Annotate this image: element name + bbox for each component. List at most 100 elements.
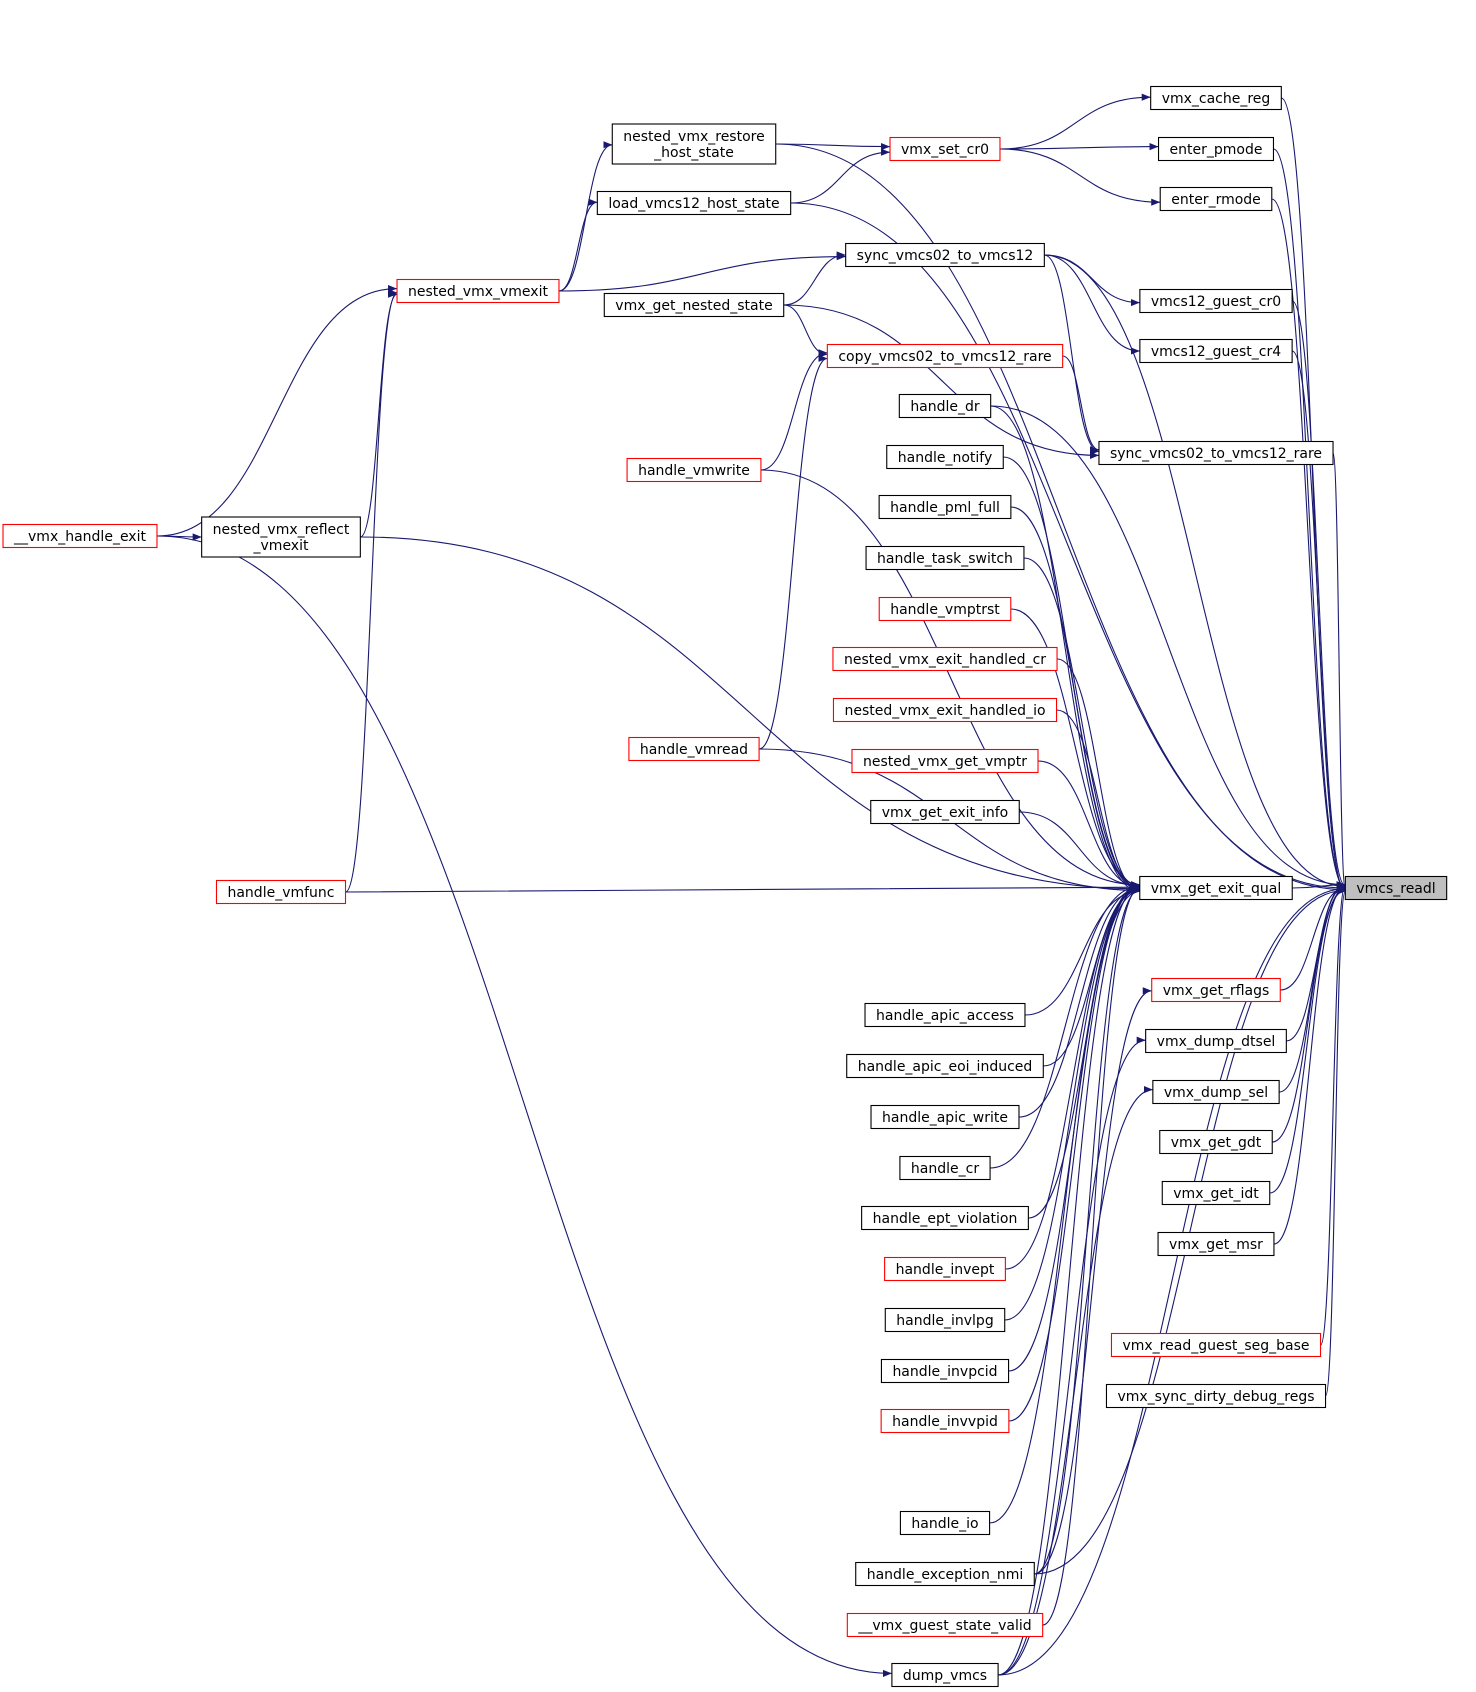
edge-copy-vmcs02-to-vmcs12-rare-to-sync-vmcs02-to-vmcs12-rare	[1062, 355, 1100, 454]
node-vmx-get-msr[interactable]: vmx_get_msr	[1157, 1231, 1275, 1257]
node-label: handle_vmfunc	[227, 885, 334, 901]
edge-handle-cr-to-vmx-get-exit-qual	[990, 882, 1140, 1169]
node-label: sync_vmcs02_to_vmcs12_rare	[1110, 446, 1322, 462]
nodes-layer: vmcs_readl vmx_get_exit_qual vmx_cache_reg…	[2, 85, 1448, 1688]
node-nested-vmx-reflect-vmexit[interactable]: nested_vmx_reflect_vmexit	[201, 516, 361, 558]
edge-dump-vmcs-to-vmcs-readl	[998, 885, 1346, 1676]
node-box	[603, 292, 785, 318]
node-box	[1105, 1383, 1327, 1409]
edge-vmx-get-nested-state-to-sync-vmcs02-to-vmcs12	[783, 251, 846, 306]
edge-vmx-dump-sel-to-vmcs-readl	[1279, 881, 1346, 1093]
node-handle-invept[interactable]: handle_invept	[884, 1256, 1006, 1282]
node-vmx-guest-state-valid[interactable]: __vmx_guest_state_valid	[846, 1612, 1044, 1638]
edge-vmx-sync-dirty-debug-regs-to-vmcs-readl	[1325, 888, 1346, 1397]
edge-nested-vmx-vmexit-to-sync-vmcs02-to-vmcs12	[558, 253, 846, 292]
edge-vmx-get-nested-state-to-sync-vmcs02-to-vmcs12-rare	[783, 304, 1099, 459]
node-vmx-handle-exit[interactable]: __vmx_handle_exit	[2, 523, 158, 549]
node-vmx-dump-sel[interactable]: vmx_dump_sel	[1152, 1079, 1280, 1105]
node-box	[626, 457, 762, 483]
node-label: vmx_dump_dtsel	[1157, 1034, 1276, 1050]
edge-handle-apic-access-to-vmx-get-exit-qual	[1024, 887, 1140, 1016]
node-copy-vmcs02-to-vmcs12-rare[interactable]: copy_vmcs02_to_vmcs12_rare	[826, 343, 1064, 369]
node-vmx-cache-reg[interactable]: vmx_cache_reg	[1150, 85, 1282, 111]
node-box	[832, 646, 1058, 672]
edge-nested-vmx-vmexit-to-load-vmcs12-host-state	[558, 198, 598, 292]
node-label: vmx_sync_dirty_debug_regs	[1117, 1389, 1314, 1405]
node-sync-vmcs02-to-vmcs12-rare[interactable]: sync_vmcs02_to_vmcs12_rare	[1098, 440, 1334, 466]
node-vmx-dump-dtsel[interactable]: vmx_dump_dtsel	[1145, 1028, 1287, 1054]
node-nested-vmx-vmexit[interactable]: nested_vmx_vmexit	[396, 278, 560, 304]
node-nested-vmx-exit-handled-cr[interactable]: nested_vmx_exit_handled_cr	[832, 646, 1058, 672]
edge-nested-vmx-get-vmptr-to-vmx-get-exit-qual	[1038, 760, 1140, 891]
edge-sync-vmcs02-to-vmcs12-to-vmcs12-guest-cr0	[1044, 254, 1140, 307]
node-handle-exception-nmi[interactable]: handle_exception_nmi	[855, 1561, 1035, 1587]
node-handle-pml-full[interactable]: handle_pml_full	[878, 494, 1012, 520]
node-handle-io[interactable]: handle_io	[899, 1510, 991, 1536]
node-vmx-get-nested-state[interactable]: vmx_get_nested_state	[603, 292, 785, 318]
node-nested-vmx-restore-host-state[interactable]: nested_vmx_restore_host_state	[611, 123, 777, 165]
node-vmx-sync-dirty-debug-regs[interactable]: vmx_sync_dirty_debug_regs	[1105, 1383, 1327, 1409]
node-vmx-get-exit-qual[interactable]: vmx_get_exit_qual	[1139, 875, 1293, 901]
edge-nested-vmx-reflect-vmexit-to-nested-vmx-vmexit	[359, 290, 398, 538]
node-enter-rmode[interactable]: enter_rmode	[1159, 186, 1273, 212]
node-handle-invvpid[interactable]: handle_invvpid	[880, 1408, 1010, 1434]
node-label: handle_invvpid	[892, 1414, 998, 1430]
edge-vmx-get-exit-info-to-vmx-get-exit-qual	[1019, 811, 1140, 890]
edge-vmx-get-rflags-to-vmcs-readl	[1280, 884, 1346, 991]
edge-sync-vmcs02-to-vmcs12-to-sync-vmcs02-to-vmcs12-rare	[1044, 254, 1100, 455]
node-label: handle_cr	[911, 1161, 979, 1177]
edge-handle-exception-nmi-to-vmx-get-rflags	[1034, 987, 1152, 1575]
node-handle-apic-write[interactable]: handle_apic_write	[870, 1104, 1020, 1130]
node-label: nested_vmx_exit_handled_io	[844, 703, 1045, 719]
node-vmx-read-guest-seg-base[interactable]: vmx_read_guest_seg_base	[1110, 1332, 1322, 1358]
node-label: vmcs_readl	[1356, 881, 1435, 897]
node-box	[878, 494, 1012, 520]
node-box	[880, 1358, 1010, 1384]
node-handle-cr[interactable]: handle_cr	[899, 1155, 991, 1181]
node-vmcs12-guest-cr4[interactable]: vmcs12_guest_cr4	[1139, 338, 1293, 364]
node-box	[1157, 136, 1275, 162]
node-handle-apic-access[interactable]: handle_apic_access	[864, 1002, 1026, 1028]
node-label: handle_dr	[910, 399, 980, 415]
node-vmx-get-gdt[interactable]: vmx_get_gdt	[1159, 1129, 1273, 1155]
node-vmx-get-exit-info[interactable]: vmx_get_exit_info	[870, 799, 1020, 825]
node-sync-vmcs02-to-vmcs12[interactable]: sync_vmcs02_to_vmcs12	[845, 242, 1045, 268]
node-dump-vmcs[interactable]: dump_vmcs	[891, 1662, 999, 1688]
node-vmx-set-cr0[interactable]: vmx_set_cr0	[889, 136, 1001, 162]
node-handle-apic-eoi-induced[interactable]: handle_apic_eoi_induced	[846, 1053, 1044, 1079]
node-handle-vmwrite[interactable]: handle_vmwrite	[626, 457, 762, 483]
node-box	[846, 1612, 1044, 1638]
edges-layer	[156, 93, 1346, 1677]
node-handle-task-switch[interactable]: handle_task_switch	[865, 545, 1025, 571]
edge-vmcs12-guest-cr0-to-vmcs-readl	[1291, 300, 1346, 890]
node-label: handle_notify	[898, 450, 993, 466]
node-handle-vmfunc[interactable]: handle_vmfunc	[215, 879, 347, 905]
edge-handle-vmread-to-copy-vmcs02-to-vmcs12-rare	[758, 354, 828, 750]
node-nested-vmx-exit-handled-io[interactable]: nested_vmx_exit_handled_io	[832, 697, 1058, 723]
edge-nested-vmx-reflect-vmexit-to-vmx-get-exit-qual	[360, 536, 1140, 893]
node-vmcs-readl[interactable]: vmcs_readl	[1344, 875, 1448, 901]
node-label: nested_vmx_vmexit	[408, 284, 548, 300]
edge-handle-invlpg-to-vmx-get-exit-qual	[1004, 885, 1140, 1321]
node-handle-ept-violation[interactable]: handle_ept_violation	[861, 1205, 1029, 1231]
node-load-vmcs12-host-state[interactable]: load_vmcs12_host_state	[596, 190, 792, 216]
node-handle-vmptrst[interactable]: handle_vmptrst	[878, 596, 1012, 622]
node-label: vmx_get_exit_info	[882, 805, 1009, 821]
node-label: handle_invpcid	[892, 1364, 997, 1380]
node-enter-pmode[interactable]: enter_pmode	[1157, 136, 1275, 162]
node-label: vmx_get_nested_state	[615, 298, 772, 314]
node-vmx-get-rflags[interactable]: vmx_get_rflags	[1151, 977, 1281, 1003]
node-vmx-get-idt[interactable]: vmx_get_idt	[1161, 1180, 1271, 1206]
node-nested-vmx-get-vmptr[interactable]: nested_vmx_get_vmptr	[851, 748, 1039, 774]
node-handle-notify[interactable]: handle_notify	[886, 444, 1004, 470]
node-vmcs12-guest-cr0[interactable]: vmcs12_guest_cr0	[1139, 288, 1293, 314]
node-handle-vmread[interactable]: handle_vmread	[628, 736, 760, 762]
node-box	[628, 736, 760, 762]
edge-sync-vmcs02-to-vmcs12-rare-to-vmcs-readl	[1332, 452, 1346, 893]
node-handle-dr[interactable]: handle_dr	[898, 393, 992, 419]
edge-sync-vmcs02-to-vmcs12-to-vmcs12-guest-cr4	[1044, 254, 1140, 355]
node-handle-invlpg[interactable]: handle_invlpg	[884, 1307, 1006, 1333]
edge-vmx-read-guest-seg-base-to-vmcs-readl	[1320, 882, 1346, 1346]
node-label: sync_vmcs02_to_vmcs12	[857, 248, 1034, 264]
node-handle-invpcid[interactable]: handle_invpcid	[880, 1358, 1010, 1384]
